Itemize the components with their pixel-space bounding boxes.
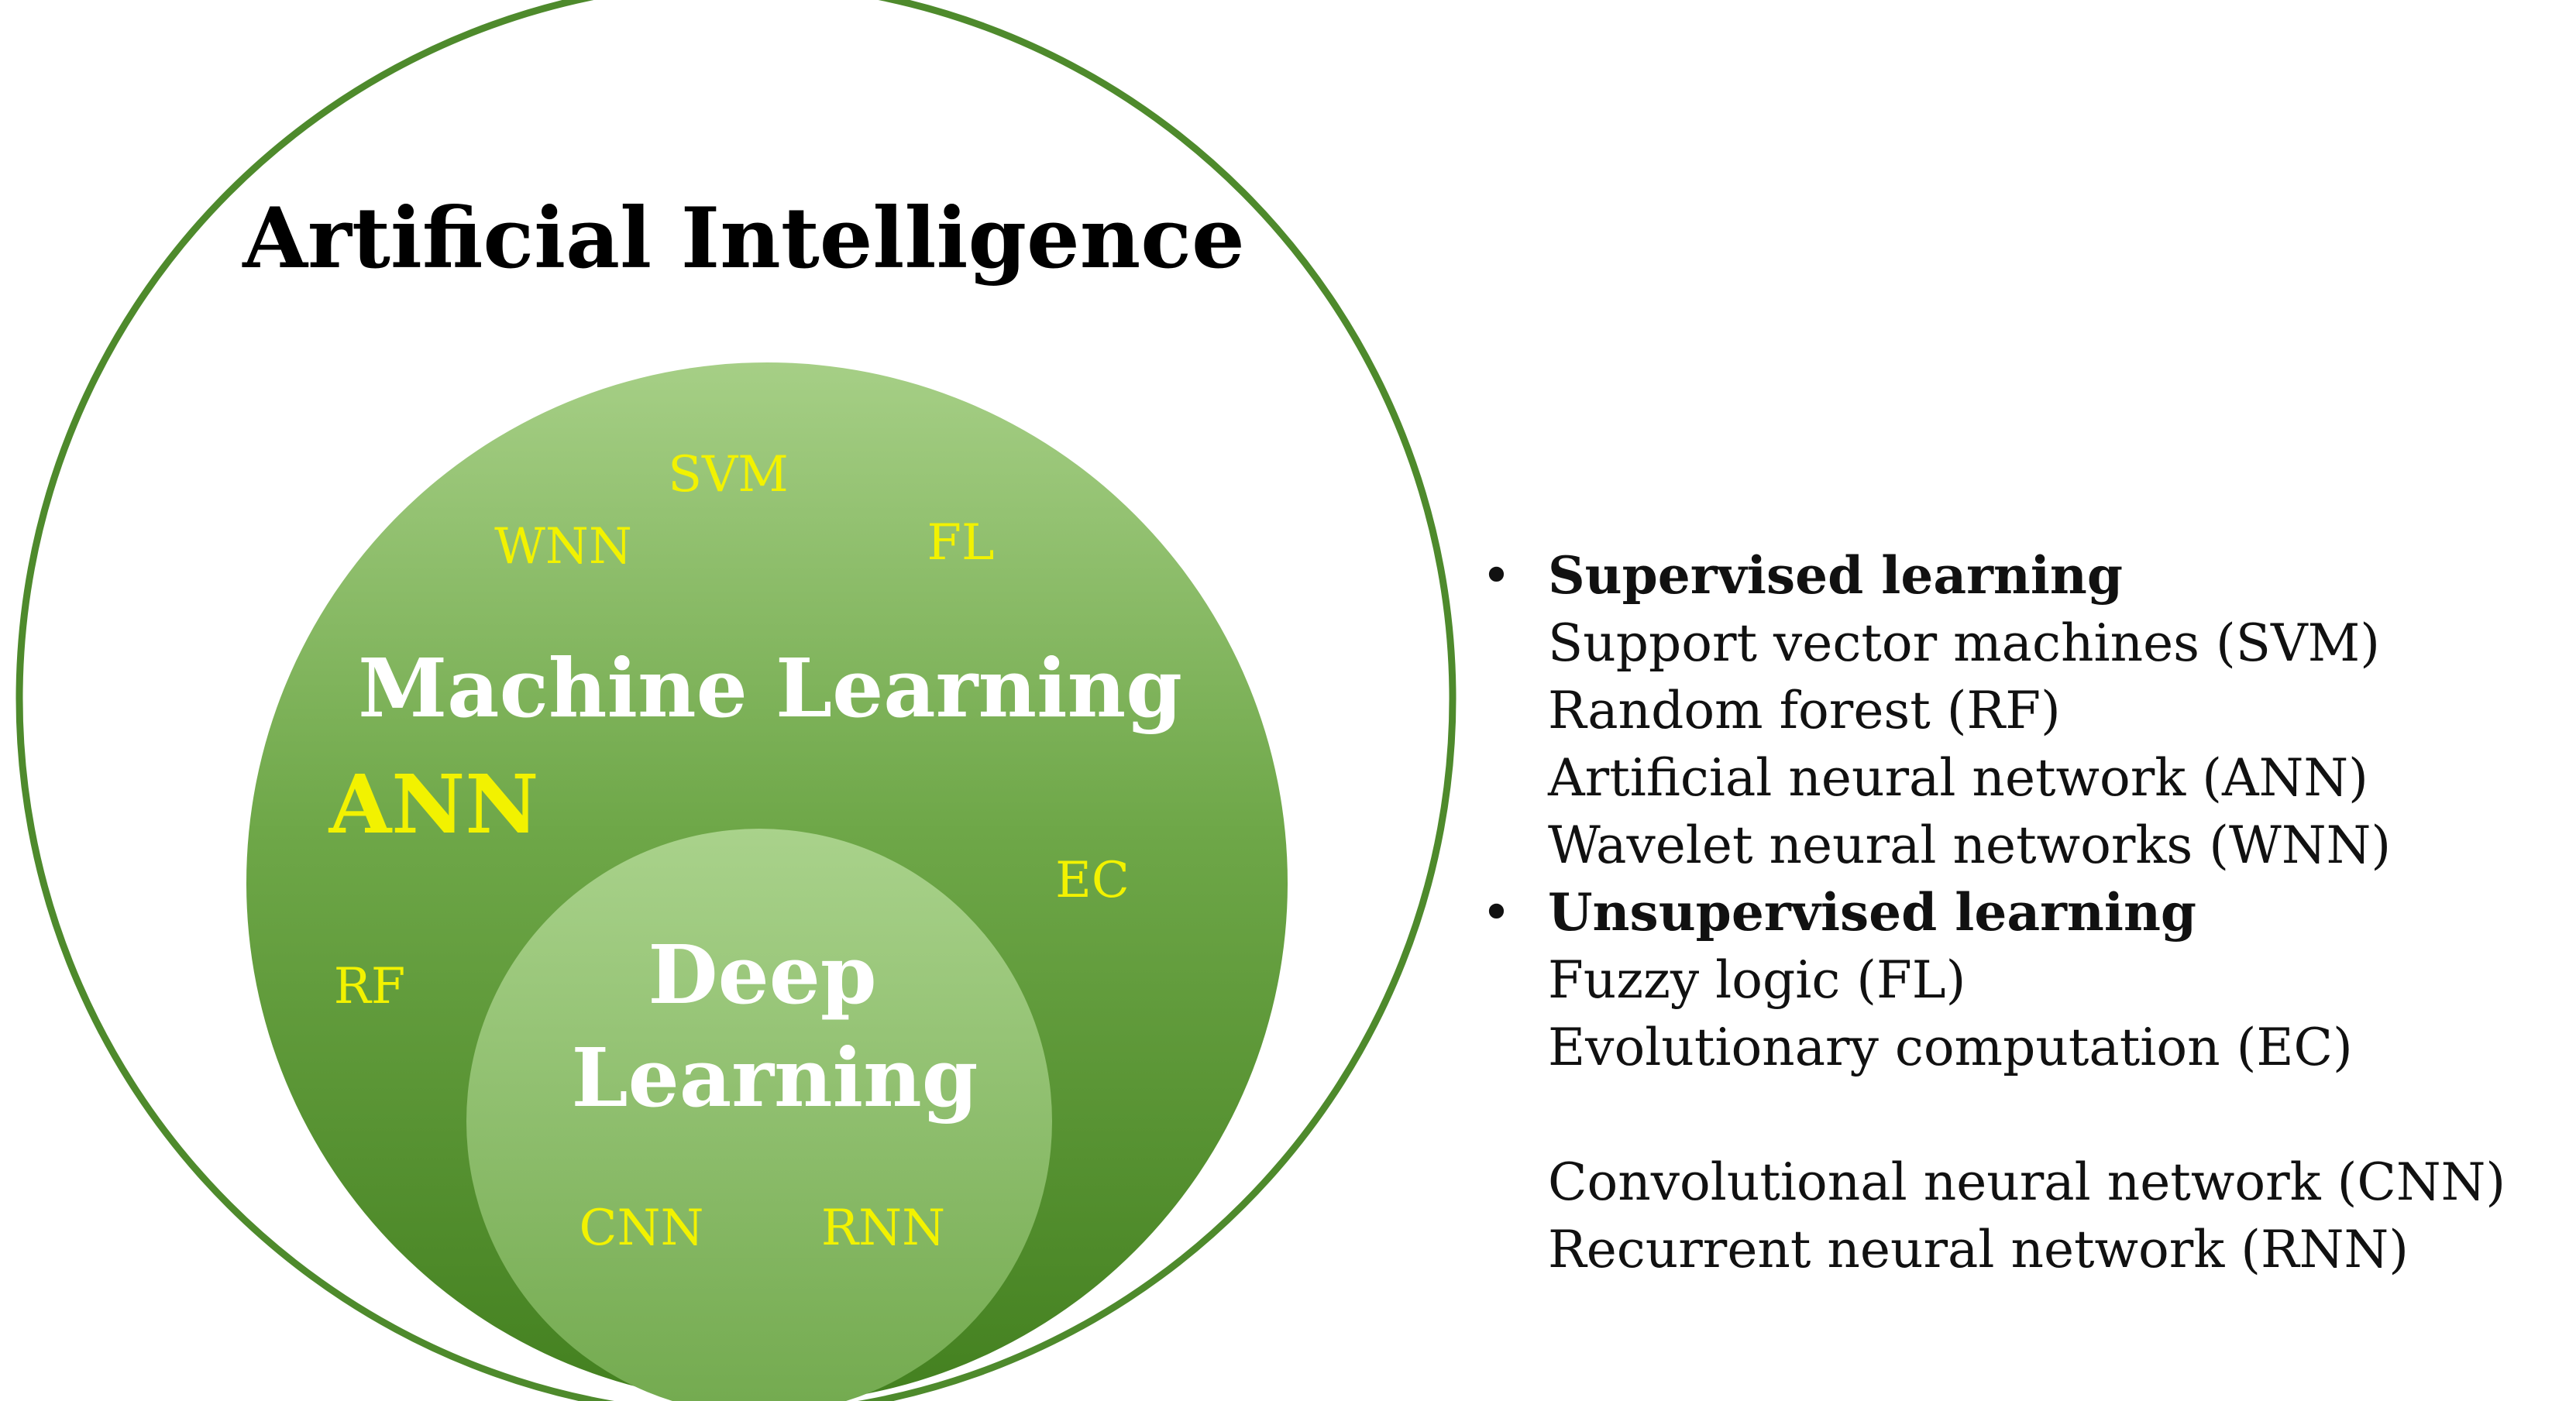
rf-acronym: RF	[334, 958, 406, 1015]
cnn-acronym: CNN	[580, 1200, 704, 1257]
legend-spacer	[1548, 1081, 2571, 1149]
legend-item-ec: Evolutionary computation (EC)	[1548, 1018, 2353, 1077]
legend-item-cnn: Convolutional neural network (CNN)	[1548, 1152, 2506, 1212]
legend-item-rnn: Recurrent neural network (RNN)	[1548, 1220, 2409, 1279]
unsupervised-group: • Unsupervised learning Fuzzy logic (FL)…	[1481, 879, 2571, 1081]
ann-acronym: ANN	[328, 757, 539, 852]
legend-item-wnn: Wavelet neural networks (WNN)	[1548, 816, 2392, 875]
deep-group: Convolutional neural network (CNN) Recur…	[1548, 1149, 2571, 1283]
legend-item-ann: Artificial neural network (ANN)	[1548, 748, 2368, 808]
unsupervised-heading: • Unsupervised learning	[1481, 879, 2571, 946]
dl-label-line1: Deep	[648, 927, 876, 1022]
bullet-icon: •	[1481, 546, 1512, 606]
rnn-acronym: RNN	[821, 1200, 945, 1257]
svm-acronym: SVM	[668, 446, 789, 503]
method-legend: • Supervised learning Support vector mac…	[1481, 542, 2571, 1283]
fl-acronym: FL	[927, 514, 995, 572]
unsupervised-heading-label: Unsupervised learning	[1548, 882, 2197, 943]
wnn-acronym: WNN	[494, 518, 632, 575]
legend-item-svm: Support vector machines (SVM)	[1548, 613, 2380, 673]
dl-label-line2: Learning	[572, 1030, 978, 1125]
ec-acronym: EC	[1055, 852, 1130, 909]
ml-label: Machine Learning	[358, 640, 1182, 736]
supervised-heading-label: Supervised learning	[1548, 545, 2124, 606]
ai-label: Artificial Intelligence	[242, 190, 1244, 287]
legend-item-fl: Fuzzy logic (FL)	[1548, 950, 1966, 1010]
dl-circle	[466, 829, 1052, 1401]
bullet-icon: •	[1481, 883, 1512, 943]
supervised-group: • Supervised learning Support vector mac…	[1481, 542, 2571, 879]
legend-item-rf: Random forest (RF)	[1548, 681, 2061, 740]
supervised-heading: • Supervised learning	[1481, 542, 2571, 610]
